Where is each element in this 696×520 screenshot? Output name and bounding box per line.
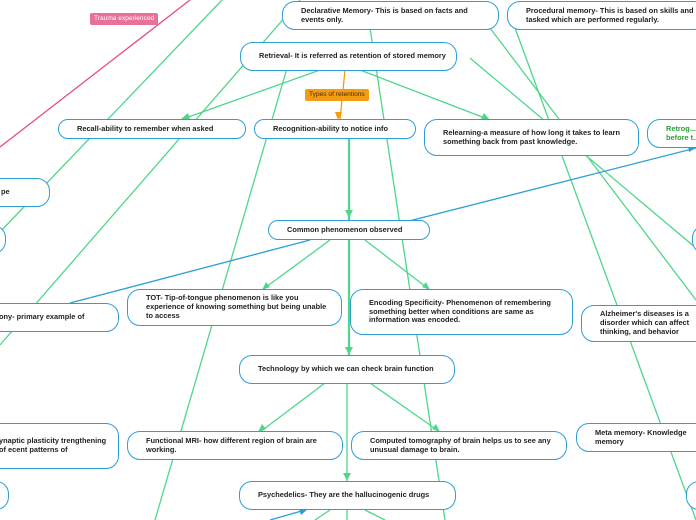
node-retrieval-text: Retrieval- It is referred as retention o… <box>259 51 446 61</box>
node-common-phenomenon[interactable]: Common phenomenon observed <box>268 220 430 240</box>
node-psychedelics[interactable]: Psychedelics- They are the hallucinogeni… <box>239 481 456 510</box>
arrowhead-encoding <box>422 282 430 290</box>
connector-psy-1 <box>269 509 306 520</box>
node-recall[interactable]: Recall-ability to remember when asked <box>58 119 246 139</box>
connector-tech-ct <box>369 382 441 433</box>
node-encoding-specificity[interactable]: Encoding Specificity- Phenomenon of reme… <box>350 289 573 335</box>
node-encoding-specificity-text: Encoding Specificity- Phenomenon of reme… <box>369 297 551 325</box>
arrowhead-psychedelics <box>343 473 351 481</box>
node-synaptic-plasticity[interactable]: ynaptic plasticity trengthening of ecent… <box>0 423 119 469</box>
node-computed-tomography-text: Computed tomography of brain helps us to… <box>370 435 551 454</box>
node-alzheimers-text: Alzheimer's diseases is a disorder which… <box>600 309 690 336</box>
node-common-phenomenon-text: Common phenomenon observed <box>287 224 403 234</box>
arrowhead-ct <box>432 424 440 432</box>
node-retrograde[interactable]: Retrog... before t... <box>647 119 696 148</box>
node-alzheimers[interactable]: Alzheimer's diseases is a disorder which… <box>581 305 696 342</box>
node-tot-text: TOT- Tip-of-tongue phenomenon is like yo… <box>146 293 327 320</box>
arrowhead-relearning <box>481 113 490 120</box>
connector-common-retrograde <box>404 147 696 223</box>
connector-common-tot <box>261 239 331 291</box>
connector-common-amnesia <box>69 239 311 304</box>
node-technology-text: Technology by which we can check brain f… <box>258 364 434 374</box>
arrowhead-fmri <box>258 424 266 432</box>
arrowhead-psy-left <box>299 509 308 515</box>
node-meta-memory[interactable]: Meta memory- Knowledge memory <box>576 423 696 452</box>
node-synaptic-plasticity-text: ynaptic plasticity trengthening of ecent… <box>0 436 107 454</box>
node-recall-text: Recall-ability to remember when asked <box>77 123 214 133</box>
node-left-pe[interactable]: pe <box>0 178 50 207</box>
node-recognition[interactable]: Recognition-ability to notice info <box>254 119 416 139</box>
node-tot[interactable]: TOT- Tip-of-tongue phenomenon is like yo… <box>127 289 342 326</box>
node-left-pe-text: pe <box>1 187 10 197</box>
connector-procedural <box>489 27 696 301</box>
node-declarative-memory-text: Declarative Memory- This is based on fac… <box>301 5 468 24</box>
connector-psy-3 <box>364 509 386 520</box>
node-amnesia[interactable]: ony- primary example of <box>0 303 119 332</box>
node-amnesia-text: ony- primary example of <box>0 312 85 322</box>
node-relearning-text: Relearning-a measure of how long it take… <box>443 127 621 146</box>
arrowhead-tot <box>262 282 270 290</box>
connector-retrieval-recall <box>179 69 321 121</box>
node-psychedelics-text: Psychedelics- They are the hallucinogeni… <box>258 490 430 500</box>
arrowhead-technology <box>345 347 353 355</box>
node-procedural-memory[interactable]: Procedural memory- This is based on skil… <box>507 1 696 30</box>
node-relearning[interactable]: Relearning-a measure of how long it take… <box>424 119 639 156</box>
connector-psy-2 <box>314 509 331 520</box>
connector-tech-fmri <box>259 382 326 433</box>
node-procedural-memory-text: Procedural memory- This is based on skil… <box>526 5 694 24</box>
node-fmri[interactable]: Functional MRI- how different region of … <box>127 431 343 460</box>
connector-common-encoding <box>364 239 431 291</box>
arrowhead-recognition <box>335 112 342 120</box>
node-fmri-text: Functional MRI- how different region of … <box>146 435 317 454</box>
node-technology[interactable]: Technology by which we can check brain f… <box>239 355 455 384</box>
arrowhead-common <box>345 210 353 218</box>
node-recognition-text: Recognition-ability to notice info <box>273 123 388 133</box>
node-meta-memory-text: Meta memory- Knowledge memory <box>595 427 687 446</box>
connector-trauma <box>0 0 191 148</box>
connector-retrieval-relearning <box>359 69 491 121</box>
arrowhead-recall <box>180 113 190 120</box>
node-retrograde-text: Retrog... before t... <box>666 123 696 142</box>
node-declarative-memory[interactable]: Declarative Memory- This is based on fac… <box>282 1 499 30</box>
tag-trauma-experienced[interactable]: Trauma experienced <box>90 13 159 25</box>
node-retrieval[interactable]: Retrieval- It is referred as retention o… <box>240 42 457 71</box>
tag-types-of-retentions[interactable]: Types of retentions <box>305 89 369 101</box>
node-computed-tomography[interactable]: Computed tomography of brain helps us to… <box>351 431 567 460</box>
